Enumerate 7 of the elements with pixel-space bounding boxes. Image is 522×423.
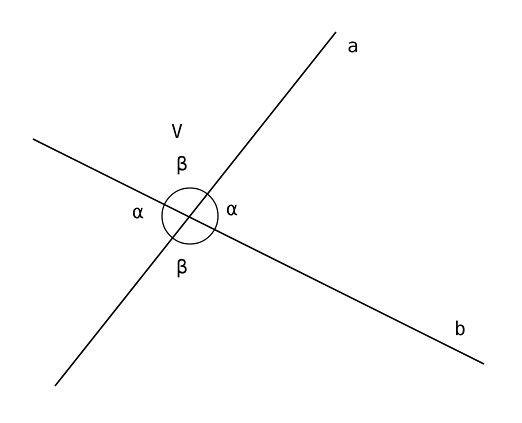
angle-label: β: [178, 258, 187, 278]
point-label: V: [172, 124, 182, 138]
line-label: a: [348, 42, 358, 52]
angle-label: α: [226, 204, 238, 216]
angle-label: α: [132, 208, 144, 218]
angle-label: β: [178, 156, 187, 174]
line-label: b: [456, 320, 465, 336]
